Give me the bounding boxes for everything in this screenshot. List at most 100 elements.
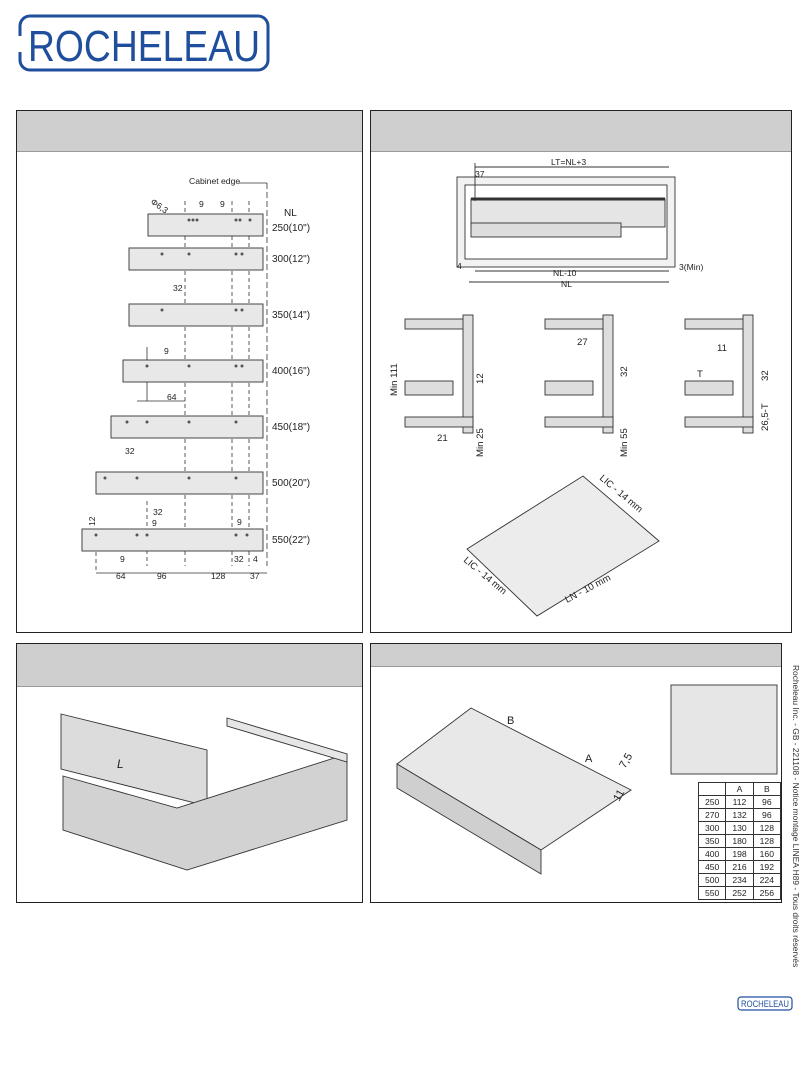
panel-header: [17, 644, 362, 687]
panel-header: [17, 111, 362, 152]
table-cell: 128: [752, 821, 782, 835]
back-panel-drawing: L: [60, 713, 348, 871]
copyright-text: Rocheleau Inc. - GB - 221108 - Notice mo…: [791, 665, 801, 968]
size-label: 300(12"): [272, 254, 310, 265]
dim-label: 32: [234, 554, 244, 564]
table-cell: 500: [697, 873, 727, 887]
dim-label: 21: [437, 433, 448, 444]
dim-label: 11: [611, 788, 627, 804]
cabinet-edge-label: Cabinet edge: [189, 176, 240, 186]
table-cell: 132: [725, 808, 754, 822]
table-cell: 112: [725, 795, 754, 809]
table-cell: 252: [725, 886, 754, 900]
dim-label: 26,5-T: [760, 403, 771, 431]
table-cell: 216: [725, 860, 754, 874]
table-cell: 224: [752, 873, 782, 887]
dim-label: 9: [164, 346, 169, 356]
panel-header: [371, 111, 791, 152]
dim-label: T: [697, 369, 703, 380]
panel-header: [371, 644, 781, 667]
size-label: 400(16"): [272, 366, 310, 377]
dim-label: 64: [116, 571, 126, 581]
dim-label: 3(Min): [679, 262, 703, 272]
panel-cabinet-dimensions: LT=NL+3 37 4 NL-10 NL 3(Min) Min 111 12 …: [370, 110, 792, 633]
table-cell: 550: [697, 886, 727, 900]
vertical-footer: Rocheleau Inc. - GB - 221108 - Notice mo…: [790, 665, 802, 975]
table-cell: [697, 782, 727, 796]
panel-length-label: L: [117, 757, 124, 771]
dim-label: Min 55: [619, 428, 630, 457]
dim-label: 12: [87, 516, 97, 526]
table-cell: 128: [752, 834, 782, 848]
table-cell: 234: [725, 873, 754, 887]
dim-label: 64: [167, 392, 177, 402]
dim-label: A: [585, 753, 593, 765]
dim-label: 37: [250, 571, 260, 581]
dim-label: 32: [173, 283, 183, 293]
table-cell: 450: [697, 860, 727, 874]
table-cell: 198: [725, 847, 754, 861]
panel-drawer-sizes: Cabinet edge Φ6,3 9 9 32 64 9 32 32 9 12…: [16, 110, 363, 633]
table-cell: 130: [725, 821, 754, 835]
dim-label: 32: [760, 370, 771, 381]
table-cell: 250: [697, 795, 727, 809]
dim-label: 128: [211, 571, 226, 581]
rocheleau-logo: ROCHELEAU: [18, 14, 270, 72]
table-cell: 180: [725, 834, 754, 848]
size-label: 500(20"): [272, 478, 310, 489]
size-label: 550(22"): [272, 535, 310, 546]
dim-label: B: [507, 715, 514, 727]
table-cell: 96: [752, 795, 782, 809]
dim-label: NL: [561, 279, 572, 289]
mini-logo-text: ROCHELEAU: [741, 999, 789, 1009]
dim-label: 37: [475, 169, 485, 179]
table-cell: 160: [752, 847, 782, 861]
dim-label: 9: [237, 517, 242, 527]
table-cell: 192: [752, 860, 782, 874]
slide-sizes-drawing: Cabinet edge Φ6,3 9 9 32 64 9 32 32 9 12…: [81, 176, 310, 581]
hole-label: Φ6,3: [149, 196, 170, 215]
table-cell: 400: [697, 847, 727, 861]
dim-label: 9: [120, 554, 125, 564]
rocheleau-mini-logo: ROCHELEAU: [737, 996, 793, 1011]
dim-label: 32: [125, 446, 135, 456]
table-cell: 96: [752, 808, 782, 822]
nl-header: NL: [284, 208, 297, 219]
dim-label: LT=NL+3: [551, 157, 586, 167]
dim-label: 32: [619, 366, 630, 377]
drawer-bottom-drawing: B A 7,5 11: [396, 684, 778, 875]
size-label: 250(10"): [272, 223, 310, 234]
dim-label: 7,5: [617, 751, 635, 770]
table-cell: 300: [697, 821, 727, 835]
dim-label: 9: [199, 199, 204, 209]
logo-text: ROCHELEAU: [28, 22, 260, 71]
size-label: 450(18"): [272, 422, 310, 433]
table-cell: 270: [697, 808, 727, 822]
dim-label: 12: [475, 373, 486, 384]
table-cell: 256: [752, 886, 782, 900]
dim-label: 32: [153, 507, 163, 517]
table-cell: A: [725, 782, 754, 796]
table-cell: 350: [697, 834, 727, 848]
panel-back-panel-assembly: L: [16, 643, 363, 903]
dim-label: 96: [157, 571, 167, 581]
dim-label: 9: [152, 518, 157, 528]
dim-label: Min 111: [389, 363, 400, 396]
dim-label: 4: [253, 554, 258, 564]
detail-inset: [670, 684, 778, 775]
dim-label: Min 25: [475, 428, 486, 457]
dim-label: 11: [717, 343, 727, 354]
dim-label: NL-10: [553, 268, 577, 278]
size-label: 350(14"): [272, 310, 310, 321]
